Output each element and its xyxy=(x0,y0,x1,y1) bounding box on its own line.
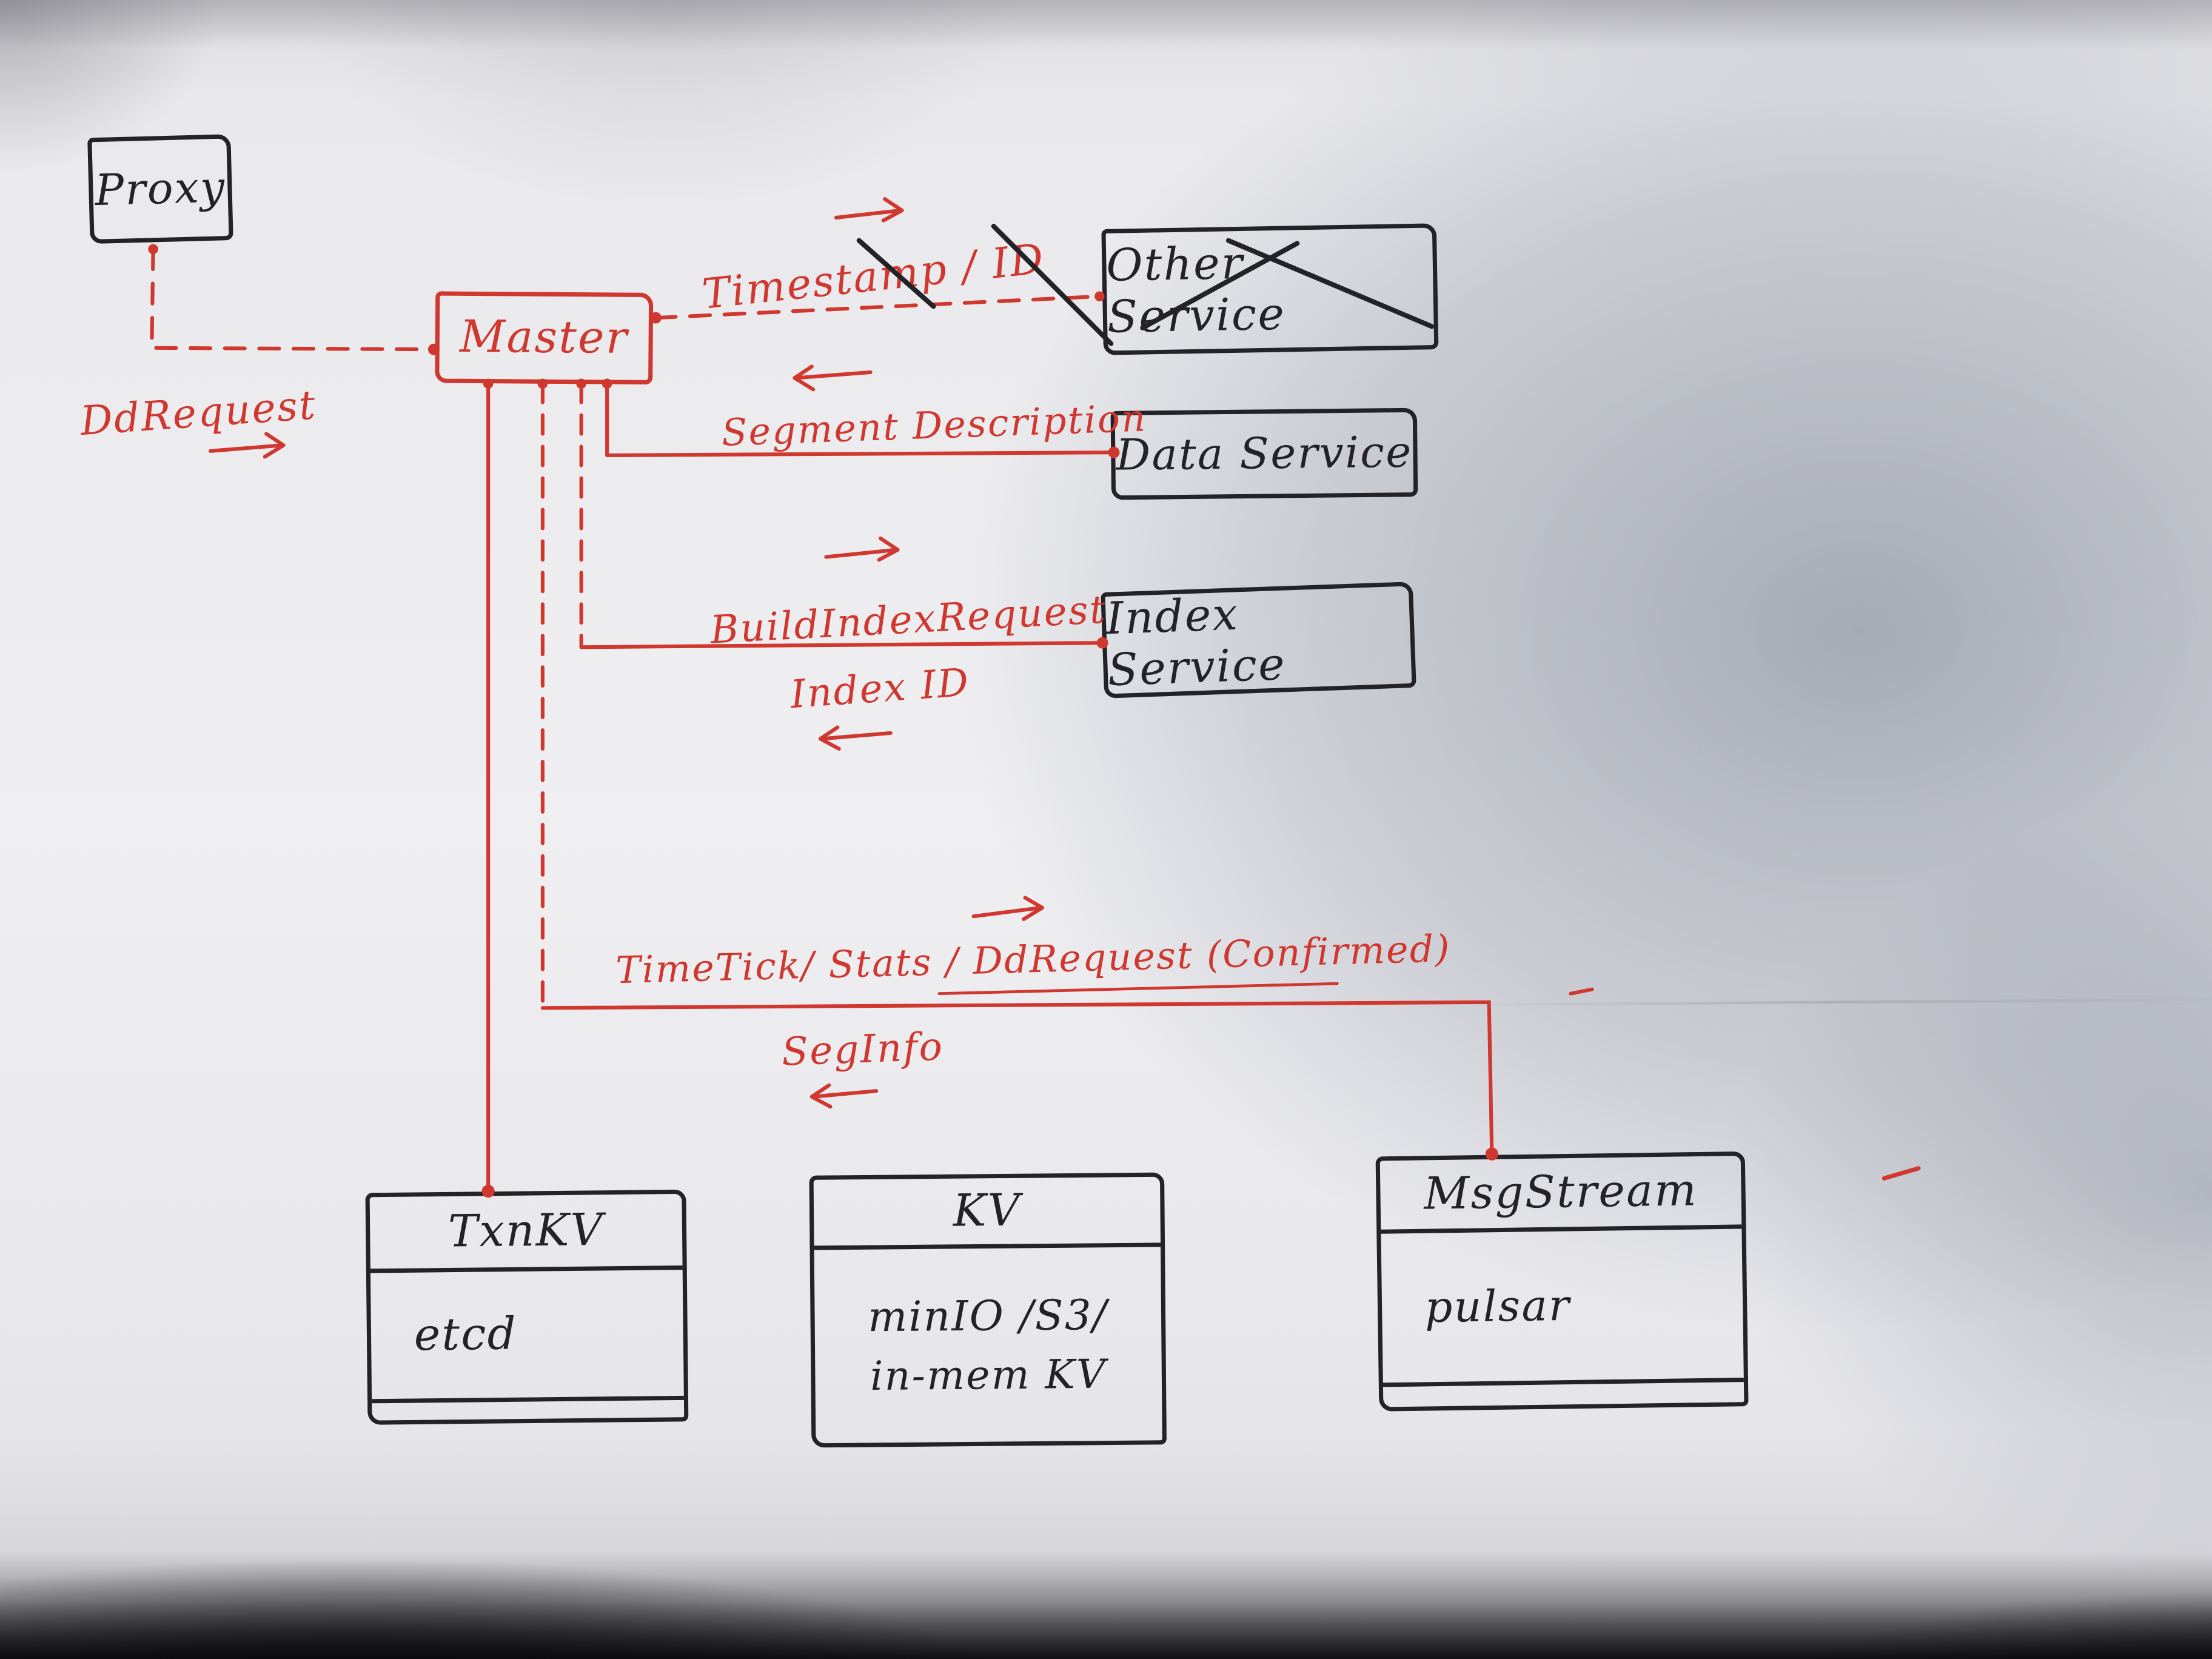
node-data-service-label: Data Service xyxy=(1115,427,1413,481)
node-other-service-label: Other Service xyxy=(1105,238,1286,344)
node-proxy-label: Proxy xyxy=(94,162,227,216)
node-data-service: Data Service xyxy=(1110,407,1418,500)
node-txnkv: TxnKV etcd xyxy=(365,1189,689,1425)
node-txnkv-impl: etcd xyxy=(414,1309,518,1362)
node-proxy: Proxy xyxy=(87,134,233,244)
node-other-service: Other Service xyxy=(1101,223,1439,355)
node-msgstream: MsgStream pulsar xyxy=(1375,1151,1749,1412)
node-index-service-label: Index Service xyxy=(1105,589,1287,697)
node-index-service: Index Service xyxy=(1101,581,1416,699)
node-kv-impl-line2: in-mem KV xyxy=(870,1350,1107,1400)
node-kv-impl-line1: minIO /S3/ xyxy=(867,1290,1108,1341)
node-msgstream-footer xyxy=(1382,1378,1744,1407)
node-msgstream-title: MsgStream xyxy=(1379,1156,1742,1234)
edge-label-seginfo: SegInfo xyxy=(781,1025,945,1076)
node-kv-body: minIO /S3/ in-mem KV xyxy=(814,1247,1162,1443)
node-kv-title: KV xyxy=(813,1176,1161,1250)
node-kv: KV minIO /S3/ in-mem KV xyxy=(809,1172,1167,1448)
node-msgstream-impl: pulsar xyxy=(1424,1280,1571,1333)
node-master-label: Master xyxy=(459,311,629,364)
node-master: Master xyxy=(435,291,654,385)
node-txnkv-title: TxnKV xyxy=(369,1193,683,1273)
node-txnkv-footer xyxy=(372,1395,685,1421)
